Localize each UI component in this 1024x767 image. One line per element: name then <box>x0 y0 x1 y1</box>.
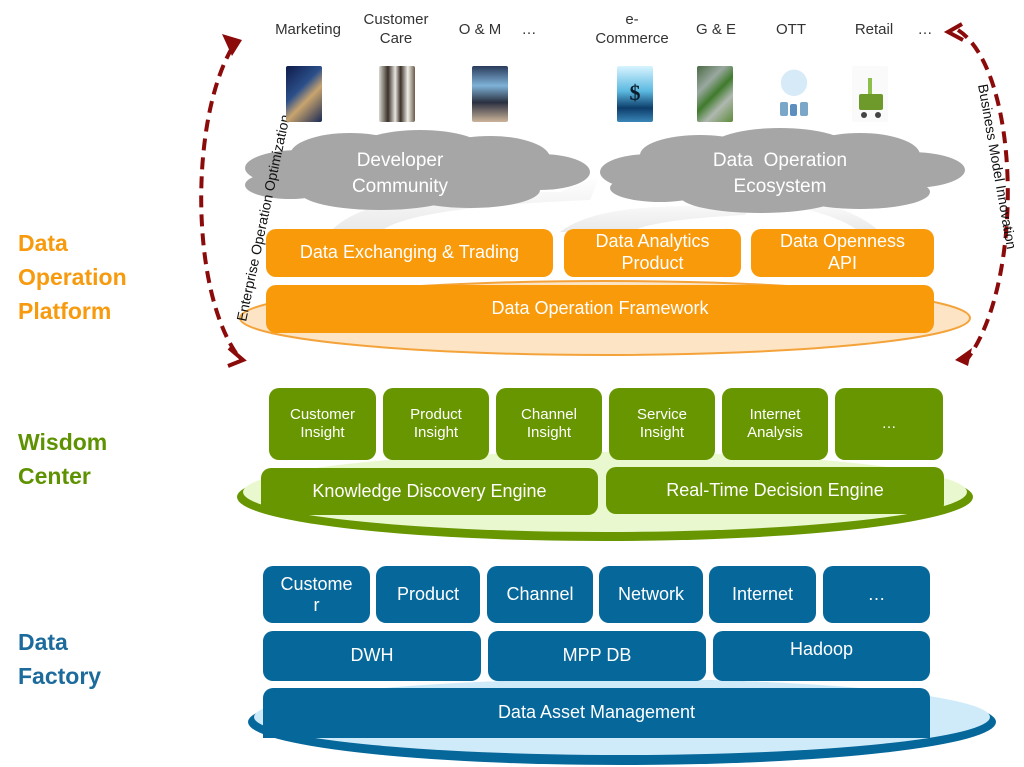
cloud-developer-community <box>245 130 590 210</box>
industry-label-more-right: … <box>917 21 933 38</box>
box-label: Product <box>621 253 684 273</box>
channel-insight-box[interactable]: Channel Insight <box>496 388 602 460</box>
real-time-decision-engine-box[interactable]: Real-Time Decision Engine <box>606 467 944 514</box>
industry-label-ecommerce: e-Commerce <box>595 11 669 47</box>
customer-insight-box[interactable]: Customer Insight <box>269 388 376 460</box>
highway-image-icon <box>697 66 733 122</box>
right-cycle-arrow <box>956 28 1010 360</box>
box-label: Internet <box>749 406 801 423</box>
o-and-m-image-icon <box>472 66 508 122</box>
upward-beam <box>560 195 760 232</box>
box-label: Analysis <box>747 424 803 441</box>
industry-label-g-and-e: G & E <box>695 21 736 38</box>
box-label: Product <box>396 583 460 604</box>
cloud-data-operation-ecosystem <box>600 128 965 213</box>
customer-domain-box[interactable]: Custome r <box>263 566 370 623</box>
channel-domain-box[interactable]: Channel <box>487 566 593 623</box>
box-label: Data Exchanging & Trading <box>299 242 520 263</box>
data-asset-management-box[interactable]: Data Asset Management <box>263 688 930 738</box>
industry-label-ott: OTT <box>776 21 806 38</box>
more-insights-box[interactable]: … <box>835 388 943 460</box>
ecommerce-dollar-image-icon: $ <box>617 66 653 122</box>
internet-analysis-box[interactable]: Internet Analysis <box>722 388 828 460</box>
mpp-db-box[interactable]: MPP DB <box>488 631 706 681</box>
layer-title-line: Platform <box>18 298 112 324</box>
box-label: Channel <box>506 583 574 604</box>
layer-title-line: Operation <box>18 264 127 290</box>
box-label: DWH <box>350 645 394 666</box>
arrowhead-down-icon <box>955 348 972 366</box>
network-domain-box[interactable]: Network <box>599 566 703 623</box>
right-arrow-label: Business Model Innovation <box>975 83 1020 251</box>
layer-title-line: Center <box>18 463 91 489</box>
box-label: Service <box>636 406 688 423</box>
box-label: Data Asset Management <box>497 702 696 723</box>
hadoop-box[interactable]: Hadoop <box>713 631 930 681</box>
service-insight-box[interactable]: Service Insight <box>609 388 715 460</box>
data-openness-api-box[interactable]: Data Openness API <box>751 229 934 277</box>
box-label: Product <box>410 406 462 423</box>
shopping-cart-image-icon <box>852 66 888 122</box>
layer-title-line: Data <box>18 629 68 655</box>
customer-care-image-icon <box>379 66 415 122</box>
data-exchanging-trading-box[interactable]: Data Exchanging & Trading <box>266 229 553 277</box>
box-label: MPP DB <box>562 645 632 666</box>
box-label: Data Analytics <box>595 231 710 252</box>
layer-title-data-factory: Data Factory <box>18 625 101 693</box>
data-operation-framework-box[interactable]: Data Operation Framework <box>266 285 934 333</box>
knowledge-discovery-engine-box[interactable]: Knowledge Discovery Engine <box>261 468 598 515</box>
box-label: Real-Time Decision Engine <box>666 479 884 500</box>
box-label: Channel <box>521 406 577 423</box>
box-label: Internet <box>731 583 794 604</box>
box-label: Data Openness <box>779 231 906 252</box>
box-label: Network <box>617 583 684 604</box>
industry-label-retail: Retail <box>854 21 894 38</box>
data-analytics-product-box[interactable]: Data Analytics Product <box>564 229 741 277</box>
marketing-image-icon <box>286 66 322 122</box>
arrowhead-up-icon <box>222 34 242 56</box>
industry-label-marketing: Marketing <box>275 21 341 38</box>
product-insight-box[interactable]: Product Insight <box>383 388 489 460</box>
box-label: Customer <box>289 406 356 423</box>
internet-domain-box[interactable]: Internet <box>709 566 816 623</box>
layer-title-wisdom-center: Wisdom Center <box>18 425 107 493</box>
devices-image-icon <box>776 66 812 122</box>
box-label: Insight <box>300 424 345 441</box>
box-label: … <box>881 415 897 432</box>
product-domain-box[interactable]: Product <box>376 566 480 623</box>
more-domains-box[interactable]: … <box>823 566 930 623</box>
layer-title-line: Factory <box>18 663 102 689</box>
box-label: Insight <box>413 424 459 441</box>
left-cycle-arrow <box>199 46 240 358</box>
arrowhead-left-icon <box>943 22 964 42</box>
box-label: Insight <box>639 424 685 441</box>
box-label: Insight <box>526 424 572 441</box>
box-label: Hadoop <box>789 639 854 659</box>
dollar-glyph: $ <box>629 80 641 105</box>
box-label: … <box>867 583 886 604</box>
box-label: Custome <box>280 573 353 594</box>
arrowhead-down-icon <box>227 346 247 368</box>
layer-title-line: Wisdom <box>18 429 108 455</box>
box-label: r <box>313 594 320 615</box>
dwh-box[interactable]: DWH <box>263 631 481 681</box>
box-label: Data Operation Framework <box>491 298 709 319</box>
box-label: Knowledge Discovery Engine <box>312 480 547 501</box>
layer-title-line: Data <box>18 230 68 256</box>
industry-label-more-left: … <box>521 21 537 38</box>
industry-label-o-and-m: O & M <box>458 21 502 38</box>
box-label: API <box>827 253 857 273</box>
layer-title-data-operation-platform: Data Operation Platform <box>18 226 127 328</box>
